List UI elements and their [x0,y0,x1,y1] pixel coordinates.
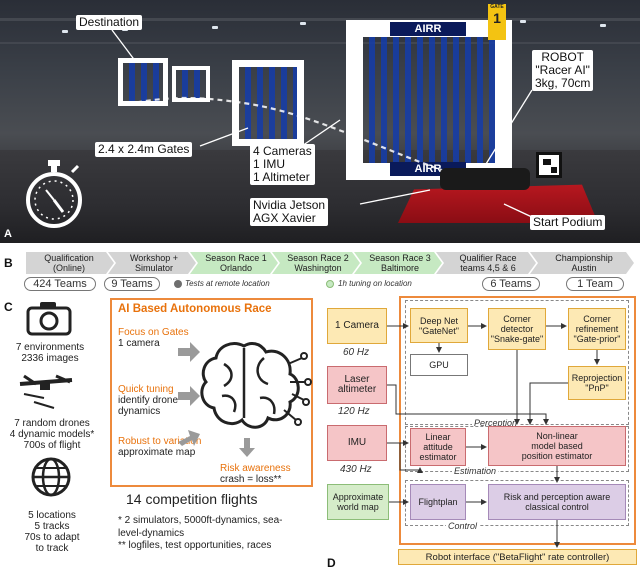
panel-letter-c: C [4,300,13,314]
ceiling-light [300,22,306,25]
focus-gates-item: Focus on Gates 1 camera [118,327,189,349]
robot-interface-block: Robot interface ("BetaFlight" rate contr… [398,549,637,565]
competition-flights: 14 competition flights [126,491,258,507]
ceiling-light [600,24,606,27]
control-label: Control [446,521,480,531]
camera-icon [26,302,72,336]
camera-rate: 60 Hz [343,347,370,358]
race-photo: AIRR AIRR GATE 1 Destination 2.4 x 2.4m … [0,0,640,243]
perception-label: Perception [472,418,520,428]
ceiling-light [520,20,526,23]
input-arrows [178,342,200,446]
camera-block: 1 Camera [327,308,387,344]
gate-far [172,66,210,102]
output-arrow [239,438,255,457]
team-count-6: 6 Teams [482,277,540,291]
robust-item: Robust to variation approximate map [118,436,202,458]
team-count-1: 1 Team [566,277,624,291]
panel-letter-b: B [4,256,13,270]
start-podium-label: Start Podium [530,215,606,230]
ceiling-beam [0,18,640,21]
robot-label: ROBOT "Racer AI" 3kg, 70cm [532,50,594,91]
destination-label: Destination [76,15,143,30]
stopwatch-icon [26,160,82,228]
fiducial-marker [536,152,562,178]
panel-letter-a: A [4,228,12,240]
quick-tuning-item: Quick tuning identify drone dynamics [118,384,179,417]
team-count-424: 424 Teams [24,277,96,291]
gpu-block: GPU [410,354,468,376]
locations-text: 5 locations 5 tracks 70s to adapt to tra… [24,510,80,554]
pnp-block: Reprojection"PnP" [568,366,626,400]
gate-tag: GATE 1 [488,4,506,40]
airr-banner: AIRR [390,22,466,36]
stage-qualification: Qualification(Online) [26,252,114,274]
remote-legend-label: Tests at remote location [185,279,270,288]
drone-icon [19,374,73,409]
architecture-box [399,296,636,545]
ceiling-light [212,26,218,29]
gates-label: 2.4 x 2.4m Gates [95,142,193,157]
ai-race-box: AI Based Autonomous Race Focus on Gates … [110,298,313,487]
ceiling-light [62,30,68,33]
footnotes: * 2 simulators, 5000ft-dynamics, sea- le… [118,515,283,551]
remote-legend-dot [174,280,182,288]
computer-label: Nvidia Jetson AGX Xavier [250,198,329,226]
globe-icon [31,457,71,497]
drones-text: 7 random drones 4 dynamic models* 700s o… [9,418,95,451]
risk-item: Risk awareness crash = loss** [220,463,291,485]
gatenet-block: Deep Net"GateNet" [410,308,468,343]
ceiling-beam [0,42,640,44]
sensors-label: 4 Cameras 1 IMU 1 Altimeter [250,144,315,185]
imu-rate: 430 Hz [340,464,372,475]
gate-far [118,58,168,106]
flight-path [127,96,471,182]
onsite-legend-dot [326,280,334,288]
team-count-9: 9 Teams [104,277,160,291]
estimation-label: Estimation [452,466,499,476]
drone [440,168,530,190]
brain-circuit-icon [200,342,312,429]
altimeter-rate: 120 Hz [338,406,370,417]
onsite-legend-label: 1h tuning on location [338,279,412,288]
stage-workshop: Workshop +Simulator [108,252,196,274]
ai-box-title: AI Based Autonomous Race [118,303,272,315]
panel-letter-d: D [327,556,336,570]
imu-block: IMU [327,425,387,461]
gate-main [346,20,512,180]
flightplan-block: Flightplan [410,484,466,520]
environments-text: 7 environments 2336 images [15,342,85,364]
gate-middle [232,60,304,146]
